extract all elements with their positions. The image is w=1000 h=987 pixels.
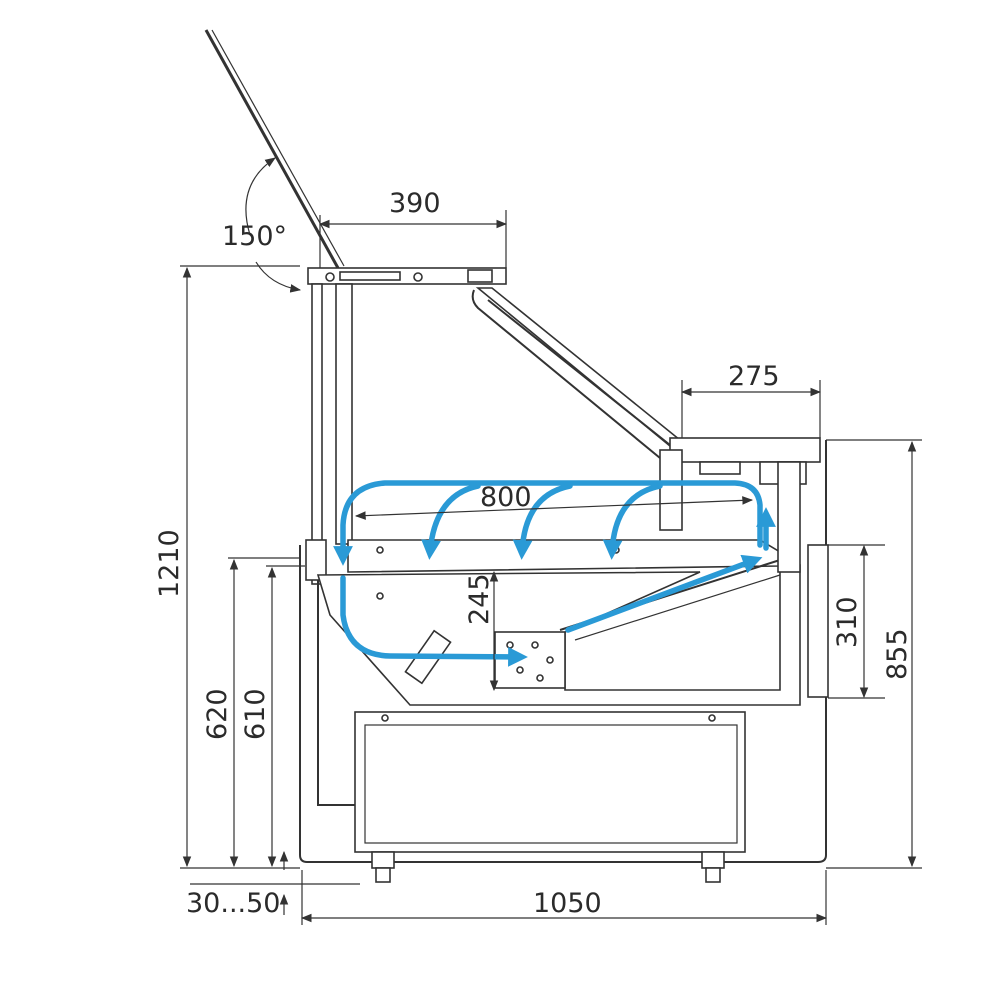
dim-620-label: 620 [202,688,233,740]
base-frame [354,711,746,853]
rear-panel [777,461,801,573]
dimension-labels: 150° 390 275 800 1210 620 610 245 310 85… [154,188,913,919]
cabinet-structure [204,29,829,883]
back-post [311,283,323,585]
dim-390-label: 390 [389,188,441,219]
dim-feet-label: 30...50 [186,888,280,919]
feet [371,851,725,883]
dim-245-label: 245 [464,573,495,625]
front-ledge [669,437,821,463]
front-glass [475,287,682,447]
dim-610-label: 610 [240,688,271,740]
dim-855-label: 855 [882,628,913,680]
airflow-bottom-path [340,575,528,667]
dim-800-label: 800 [480,482,532,513]
dim-1050-label: 1050 [533,888,602,919]
dim-1210-label: 1210 [154,529,185,598]
airflow-top-loop [333,480,763,566]
dim-310-label: 310 [832,596,863,648]
dimension-lines [180,157,922,925]
cabinet-outline [299,440,827,863]
angle-label: 150° [222,221,287,252]
dim-275-label: 275 [728,361,780,392]
lid-glass [204,29,340,269]
angle-arc [245,157,276,236]
display-shelf [347,539,781,573]
